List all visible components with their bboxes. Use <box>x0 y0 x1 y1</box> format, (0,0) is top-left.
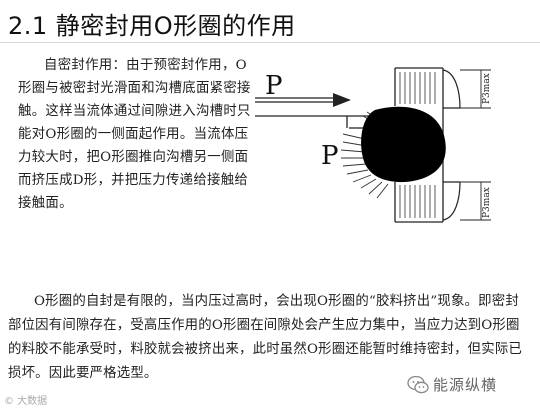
o-ring-diagram: P P <box>255 67 492 223</box>
pmax-label-bottom: P3max <box>482 187 492 218</box>
pmax-dimension-bottom <box>460 181 491 221</box>
hatch-lower <box>399 185 436 218</box>
watermark-source: © 大数据 <box>4 396 48 407</box>
pmax-dimension-top <box>460 69 491 109</box>
pressure-arrow-top <box>255 93 351 107</box>
watermark-brand-text: 能源纵横 <box>433 376 498 394</box>
pmax-label-top: P3max <box>482 73 492 104</box>
wechat-icon <box>407 375 429 395</box>
hatch-upper <box>399 72 436 104</box>
title-divider <box>0 42 540 43</box>
paragraph-self-seal: 自密封作用：由于预密封作用，O形圈与被密封光滑面和沟槽底面紧密接触。这样当流体通… <box>18 58 251 211</box>
pressure-label-top: P <box>265 71 283 101</box>
paragraph-extrusion: O形圈的自封是有限的，当内压过高时，会出现O形圈的“胶料挤出”现象。即密封部位因… <box>8 294 523 381</box>
page-title: 2.1 静密封用O形圈的作用 <box>8 12 296 40</box>
watermark-brand: 能源纵横 <box>403 373 502 396</box>
pressure-distribution-curve <box>442 69 461 221</box>
pressure-label-bottom: P <box>321 141 339 171</box>
o-ring <box>361 106 446 183</box>
